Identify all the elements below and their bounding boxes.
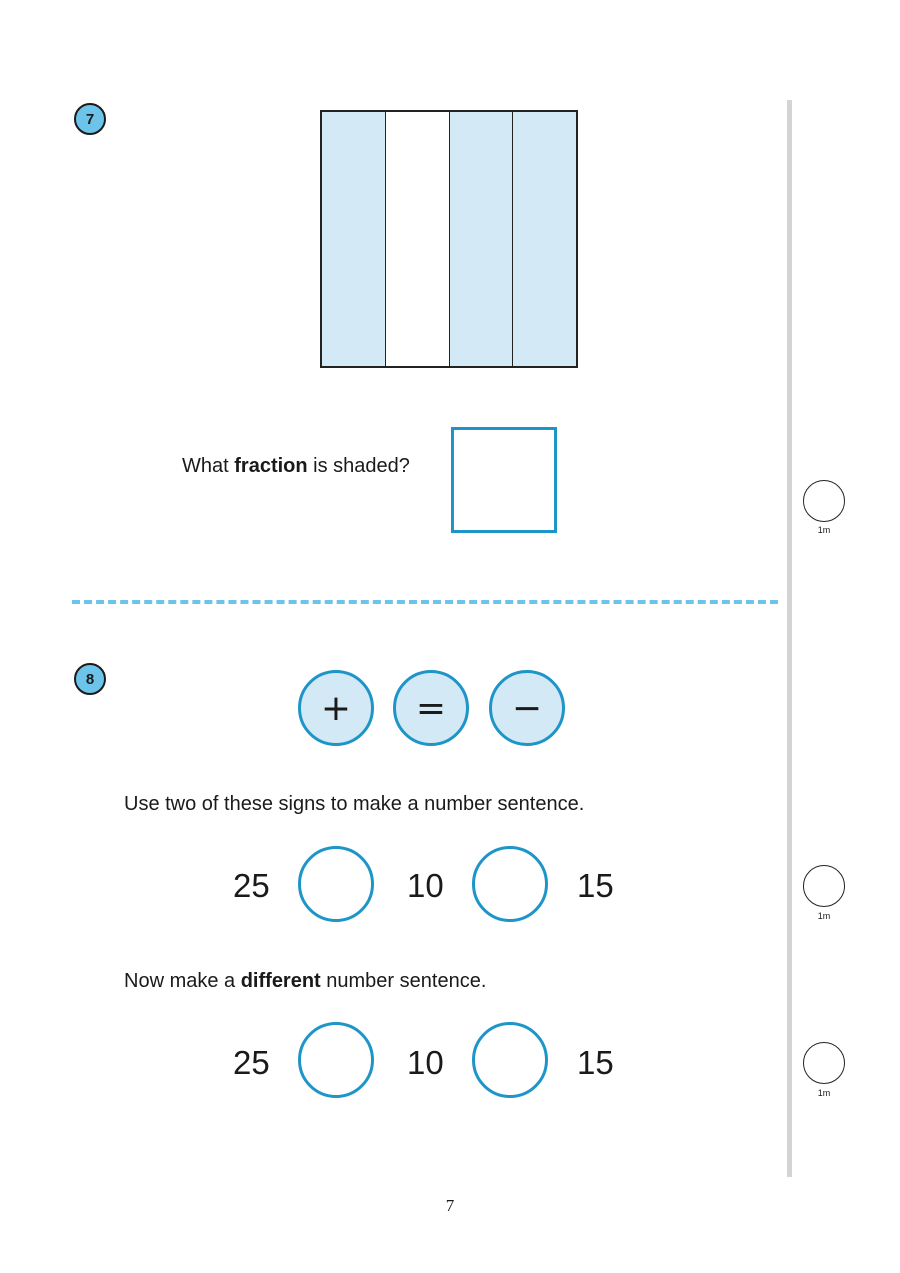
bar-4-shaded (513, 112, 576, 366)
plus-sign: + (298, 670, 374, 746)
equals-sign: = (393, 670, 469, 746)
question-8-instruction: Use two of these signs to make a number … (124, 793, 585, 815)
sentence-2-number-c: 15 (577, 1044, 614, 1081)
question-7-number: 7 (85, 110, 95, 128)
minus-sign: − (489, 670, 565, 746)
instruction-2-bold: different (240, 970, 321, 992)
instruction-2-text-end: number sentence. (320, 970, 487, 992)
prompt-bold: fraction (234, 455, 308, 477)
mark-label-q8a: 1m (817, 911, 831, 921)
bar-2-unshaded (385, 112, 450, 366)
sentence-2-sign-box-2[interactable] (472, 1022, 548, 1098)
mark-circle-q8a[interactable] (803, 865, 845, 907)
sentence-2-number-a: 25 (233, 1044, 270, 1081)
page-number: 7 (445, 1196, 455, 1215)
margin-line (787, 100, 792, 1177)
sentence-1-number-c: 15 (577, 867, 614, 904)
mark-circle-q8b[interactable] (803, 1042, 845, 1084)
sentence-1-sign-box-1[interactable] (298, 846, 374, 922)
prompt-text-end: is shaded? (307, 455, 410, 477)
question-7-prompt: What fraction is shaded? (182, 455, 410, 478)
question-8-instruction-2: Now make a different number sentence. (124, 970, 486, 993)
instruction-2-text: Now make a (124, 970, 241, 992)
sentence-1-number-b: 10 (407, 867, 444, 904)
sentence-2-number-b: 10 (407, 1044, 444, 1081)
section-divider (72, 600, 778, 604)
question-7-badge: 7 (74, 103, 106, 135)
sentence-1-sign-box-2[interactable] (472, 846, 548, 922)
mark-circle-q7[interactable] (803, 480, 845, 522)
question-8-badge: 8 (74, 663, 106, 695)
fraction-answer-box[interactable] (451, 427, 557, 533)
bar-3-shaded (449, 112, 514, 366)
bar-1-shaded (322, 112, 386, 366)
mark-label-q8b: 1m (817, 1088, 831, 1098)
mark-label-q7: 1m (817, 525, 831, 535)
sentence-2-sign-box-1[interactable] (298, 1022, 374, 1098)
fraction-bars (320, 110, 578, 368)
prompt-text: What (182, 455, 235, 477)
question-8-number: 8 (85, 670, 95, 688)
sentence-1-number-a: 25 (233, 867, 270, 904)
